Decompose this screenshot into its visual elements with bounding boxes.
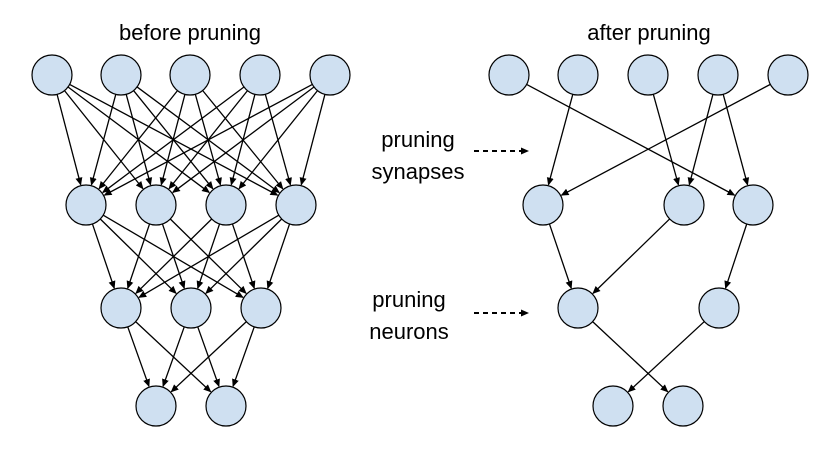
- synapse-edge: [102, 86, 245, 194]
- synapse-edge: [592, 218, 671, 295]
- synapse-edge: [687, 94, 714, 186]
- neuron-node: [522, 184, 564, 226]
- synapse-edge: [266, 223, 291, 290]
- synapse-edge: [91, 223, 116, 290]
- neuron-node: [135, 385, 177, 427]
- nodes-after-pruning: [488, 54, 809, 427]
- synapse-edge: [127, 326, 150, 388]
- synapse-edge: [724, 223, 748, 290]
- neuron-node: [100, 287, 142, 329]
- neuron-node: [662, 385, 704, 427]
- synapse-edge: [592, 321, 669, 393]
- annotation-arrows: [474, 147, 529, 317]
- neuron-node: [31, 54, 73, 96]
- neuron-node: [240, 287, 282, 329]
- neuron-node: [309, 54, 351, 96]
- synapse-edge: [98, 90, 179, 190]
- neuron-node: [100, 54, 142, 96]
- neuron-node: [239, 54, 281, 96]
- synapse-edge: [299, 94, 326, 186]
- caption-neurons-line2: neurons: [369, 319, 449, 344]
- edges-before-pruning: [56, 83, 326, 393]
- neuron-node: [135, 184, 177, 226]
- neuron-node: [205, 385, 247, 427]
- neuron-node: [275, 184, 317, 226]
- synapse-edge: [546, 94, 574, 186]
- synapse-edge: [138, 214, 280, 298]
- neuron-node: [698, 287, 740, 329]
- nodes-before-pruning: [31, 54, 351, 427]
- caption-pruning-neurons: pruning neurons: [369, 284, 449, 348]
- synapse-edge: [560, 83, 771, 196]
- synapse-edge: [722, 94, 750, 186]
- synapse-edge: [89, 94, 117, 186]
- neuron-node: [170, 287, 212, 329]
- synapse-edge: [548, 223, 573, 290]
- neuron-node: [205, 184, 247, 226]
- caption-synapses-line1: pruning: [381, 127, 455, 152]
- neuron-node: [488, 54, 530, 96]
- neuron-node: [697, 54, 739, 96]
- synapse-edge: [170, 321, 247, 393]
- neuron-node: [592, 385, 634, 427]
- synapse-edge: [126, 223, 151, 290]
- synapse-edge: [238, 90, 319, 190]
- caption-pruning-synapses: pruning synapses: [372, 124, 465, 188]
- title-after-pruning: after pruning: [587, 20, 711, 45]
- neuron-node: [663, 184, 705, 226]
- neuron-node: [627, 54, 669, 96]
- synapse-edge: [56, 94, 83, 186]
- synapse-edge: [627, 321, 705, 393]
- caption-synapses-line2: synapses: [371, 159, 465, 184]
- edges-after-pruning: [526, 83, 771, 393]
- neuron-node: [767, 54, 809, 96]
- neuron-node: [65, 184, 107, 226]
- title-before-pruning: before pruning: [119, 20, 261, 45]
- synapse-edge: [135, 218, 213, 294]
- neuron-node: [169, 54, 211, 96]
- caption-neurons-line1: pruning: [372, 287, 446, 312]
- neuron-node: [732, 184, 774, 226]
- synapse-edge: [162, 326, 185, 388]
- neuron-node: [557, 54, 599, 96]
- synapse-edge: [526, 83, 736, 196]
- synapse-edge: [232, 326, 255, 388]
- synapse-edge: [103, 83, 313, 196]
- synapse-edge: [205, 218, 283, 294]
- neuron-node: [557, 287, 599, 329]
- synapse-edge: [172, 86, 315, 194]
